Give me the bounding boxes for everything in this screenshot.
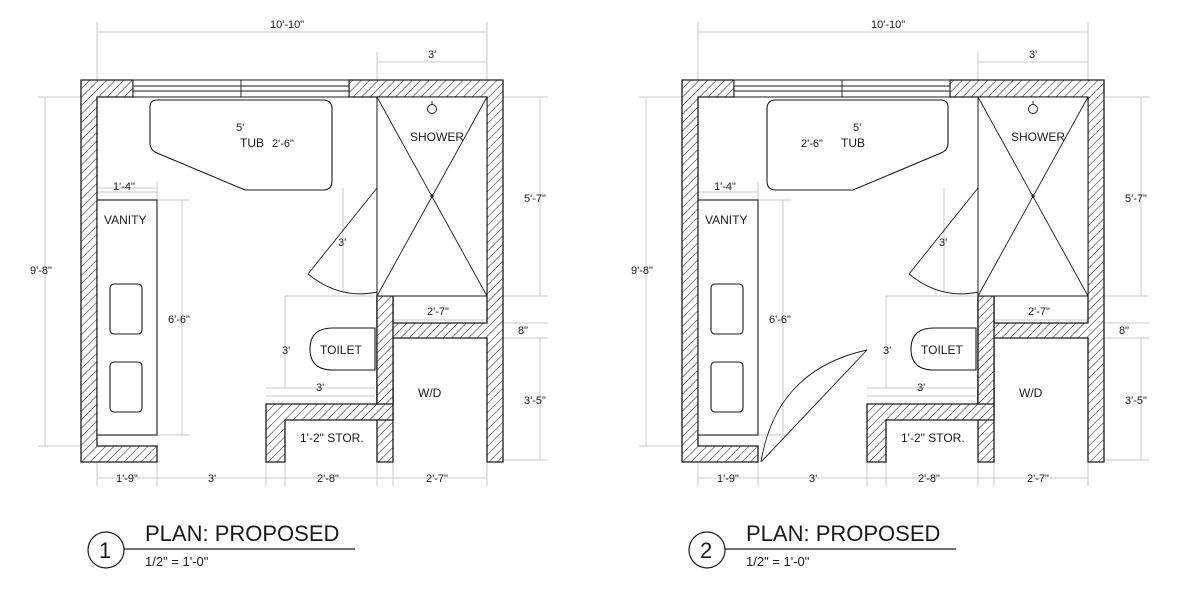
dim-wd-height: 3'-5" bbox=[1125, 395, 1147, 407]
dim-storage-width: 2'-8" bbox=[918, 473, 940, 485]
dim-overall-width: 10'-10" bbox=[270, 19, 304, 31]
plan-title: PLAN: PROPOSED bbox=[145, 521, 339, 546]
dim-overall-width: 10'-10" bbox=[871, 19, 905, 31]
shower-label: SHOWER bbox=[1011, 130, 1065, 144]
vanity bbox=[96, 199, 158, 436]
bathtub bbox=[766, 99, 949, 191]
tub-label: TUB bbox=[841, 136, 865, 150]
dim-bottom-opening: 3' bbox=[809, 473, 817, 485]
dim-tub-length: 5' bbox=[853, 122, 861, 134]
dim-vanity-depth: 1'-4" bbox=[714, 181, 736, 193]
sink-basin-lower bbox=[710, 361, 744, 413]
shower-head-icon bbox=[1028, 104, 1038, 114]
dim-vanity-length: 6'-6" bbox=[769, 314, 791, 326]
dim-wd-width: 2'-7" bbox=[1027, 473, 1049, 485]
wd-label: W/D bbox=[418, 386, 442, 400]
sink-basin-lower bbox=[109, 361, 143, 413]
storage-label: 1'-2" STOR. bbox=[901, 431, 965, 445]
vanity-label: VANITY bbox=[104, 213, 146, 227]
dim-wall-thickness: 8" bbox=[518, 325, 528, 337]
dim-bottom-wall: 1'-9" bbox=[116, 473, 138, 485]
shower-door bbox=[908, 187, 979, 295]
dim-vanity-depth: 1'-4" bbox=[113, 181, 135, 193]
dim-toilet-width: 3' bbox=[316, 382, 324, 394]
title-block: 1 PLAN: PROPOSED 1/2" = 1'-0" bbox=[87, 521, 355, 569]
tub-label: TUB bbox=[240, 136, 264, 150]
sink-basin-upper bbox=[710, 283, 744, 335]
plan-number-circle bbox=[688, 531, 726, 569]
dim-tub-width: 2'-6" bbox=[272, 138, 294, 150]
dim-wd-height: 3'-5" bbox=[524, 395, 546, 407]
window bbox=[733, 79, 951, 98]
plan-scale: 1/2" = 1'-0" bbox=[145, 554, 209, 569]
plan-number-circle bbox=[87, 531, 125, 569]
dim-toilet-width: 3' bbox=[917, 382, 925, 394]
shower-door bbox=[307, 187, 378, 295]
toilet-label: TOILET bbox=[921, 343, 963, 357]
dim-tub-width: 2'-6" bbox=[801, 138, 823, 150]
shower-label: SHOWER bbox=[410, 130, 464, 144]
dim-vanity-length: 6'-6" bbox=[168, 314, 190, 326]
plan-number: 2 bbox=[700, 538, 712, 563]
plan-scale: 1/2" = 1'-0" bbox=[746, 554, 810, 569]
dim-storage-width: 2'-8" bbox=[317, 473, 339, 485]
shower-head-icon bbox=[427, 104, 437, 114]
bathtub bbox=[149, 99, 333, 191]
plan-title: PLAN: PROPOSED bbox=[746, 521, 940, 546]
window bbox=[132, 79, 350, 98]
plan-1: TUB SHOWER VANITY TOILET W/D 1'-2" STOR.… bbox=[30, 19, 548, 569]
entry-door bbox=[760, 349, 868, 463]
dim-wall-thickness: 8" bbox=[1119, 325, 1129, 337]
dim-tub-length: 5' bbox=[236, 122, 244, 134]
plan-2: TUB SHOWER VANITY TOILET W/D 1'-2" STOR.… bbox=[631, 19, 1149, 569]
dim-overall-height: 9'-8" bbox=[30, 265, 52, 277]
dimension-labels: 10'-10" 3' 5' 2'-6" 1'-4" 6'-6" 3' 9'-8"… bbox=[30, 19, 546, 485]
dim-bottom-opening: 3' bbox=[208, 473, 216, 485]
dim-shower-door: 3' bbox=[338, 237, 346, 249]
shower-stall bbox=[977, 96, 1089, 297]
dim-shower-depth: 2'-7" bbox=[1028, 306, 1050, 318]
vanity bbox=[697, 199, 759, 436]
walls bbox=[681, 79, 1105, 463]
dim-shower-depth: 2'-7" bbox=[427, 306, 449, 318]
storage-label: 1'-2" STOR. bbox=[300, 431, 364, 445]
vanity-label: VANITY bbox=[705, 213, 747, 227]
dim-bottom-wall: 1'-9" bbox=[717, 473, 739, 485]
dim-shower-door: 3' bbox=[939, 237, 947, 249]
dim-shower-height: 5'-7" bbox=[1125, 193, 1147, 205]
plan-number: 1 bbox=[99, 538, 111, 563]
toilet bbox=[309, 327, 376, 371]
toilet-label: TOILET bbox=[320, 343, 362, 357]
dimension-labels: 10'-10" 3' 5' 2'-6" 1'-4" 6'-6" 3' 9'-8"… bbox=[631, 19, 1147, 485]
dim-wd-width: 2'-7" bbox=[426, 473, 448, 485]
wd-label: W/D bbox=[1019, 386, 1043, 400]
dim-toilet-depth: 3' bbox=[883, 345, 891, 357]
dim-overall-height: 9'-8" bbox=[631, 265, 653, 277]
dim-toilet-depth: 3' bbox=[282, 345, 290, 357]
dim-shower-height: 5'-7" bbox=[524, 193, 546, 205]
title-block: 2 PLAN: PROPOSED 1/2" = 1'-0" bbox=[688, 521, 956, 569]
dim-shower-width-top: 3' bbox=[1029, 49, 1037, 61]
sink-basin-upper bbox=[109, 283, 143, 335]
toilet bbox=[910, 327, 977, 371]
dim-shower-width-top: 3' bbox=[428, 49, 436, 61]
shower-stall bbox=[376, 96, 488, 297]
